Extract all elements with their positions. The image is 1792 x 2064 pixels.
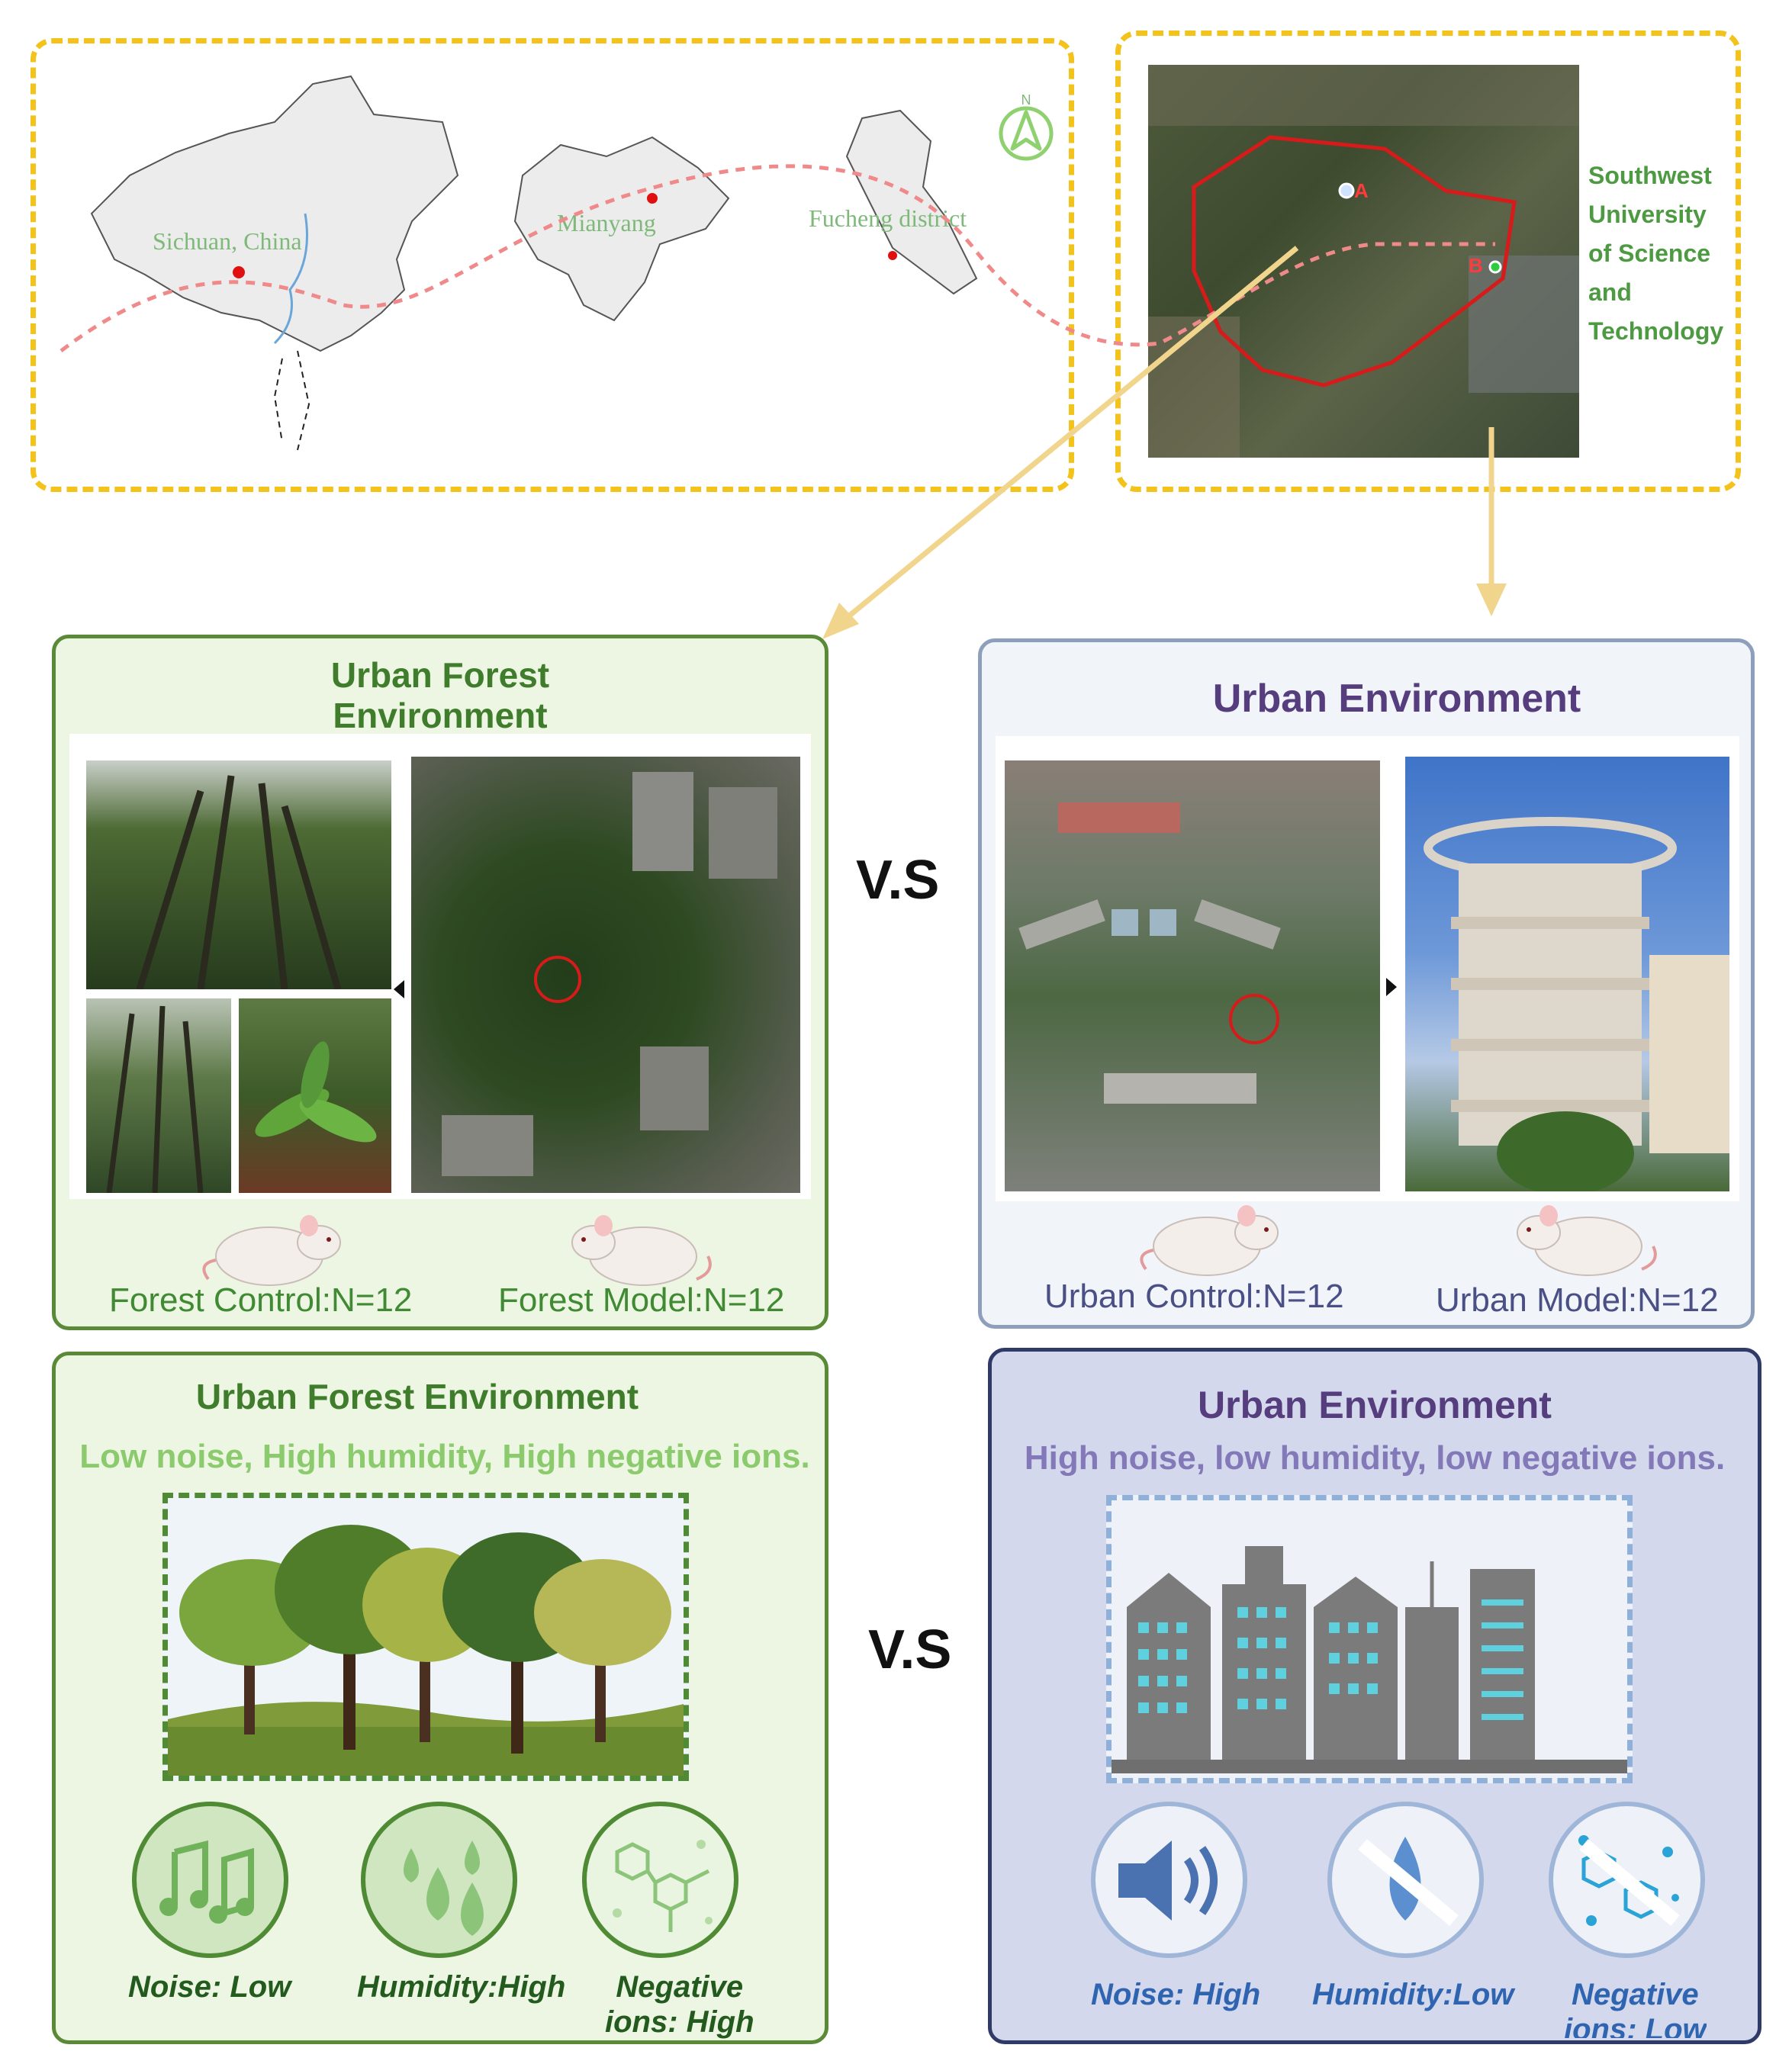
negative-ions-low-badge xyxy=(1549,1802,1705,1958)
forest-features-panel: Urban Forest Environment Low noise, High… xyxy=(52,1352,828,2044)
site-a-label: A xyxy=(1354,179,1369,202)
forest-features-summary: Low noise, High humidity, High negative … xyxy=(79,1438,810,1475)
urban-satellite-photo xyxy=(1005,760,1380,1191)
ions-line2: ions: Low xyxy=(1564,2013,1707,2038)
label-fucheng: Fucheng district xyxy=(809,204,967,232)
forest-trunks-photo xyxy=(86,998,231,1193)
forest-features-title: Urban Forest Environment xyxy=(195,1377,639,1416)
forest-title-line2: Environment xyxy=(333,695,548,735)
china-map xyxy=(90,75,459,451)
negative-ions-low-label: Negative ions: Low xyxy=(1564,1977,1707,2038)
humidity-high-label: Humidity:High xyxy=(357,1970,566,2004)
university-line: of Science xyxy=(1588,240,1711,267)
mouse-icon xyxy=(571,1215,712,1286)
university-name: Southwest University of Science and Tech… xyxy=(1588,156,1723,351)
speaker-icon xyxy=(1118,1841,1218,1921)
noise-high-label: Noise: High xyxy=(1091,1978,1261,2011)
mianyang-marker xyxy=(647,193,658,204)
map-frame-right xyxy=(1115,31,1741,492)
negative-ions-high-badge xyxy=(582,1802,738,1958)
pointer-right-icon xyxy=(1386,978,1397,996)
north-arrow-icon: N xyxy=(999,92,1054,161)
north-label: N xyxy=(1021,92,1031,108)
mianyang-map xyxy=(845,109,978,295)
forest-model-label: Forest Model:N=12 xyxy=(498,1281,785,1319)
forest-canopy-photo xyxy=(86,760,391,989)
noise-low-badge xyxy=(132,1802,288,1958)
mouse-icon xyxy=(202,1215,341,1286)
forest-plant-photo xyxy=(239,998,391,1193)
fucheng-marker xyxy=(888,251,897,260)
noise-high-badge xyxy=(1091,1802,1247,1958)
urban-control-label: Urban Control:N=12 xyxy=(1044,1278,1344,1315)
humidity-low-label: Humidity:Low xyxy=(1312,1978,1514,2011)
urban-illustration-frame xyxy=(1106,1495,1633,1783)
label-sichuan-china: Sichuan, China xyxy=(153,227,302,255)
china-marker xyxy=(233,266,245,278)
urban-features-title: Urban Environment xyxy=(1198,1384,1552,1426)
city-buildings-illustration xyxy=(1112,1546,1627,1773)
forest-environment-panel: Urban Forest Environment xyxy=(52,635,828,1330)
molecule-icon xyxy=(613,1840,713,1932)
route-overlay xyxy=(60,164,1507,639)
forest-illustration-frame xyxy=(162,1493,689,1781)
humidity-high-badge xyxy=(361,1802,517,1958)
forest-control-label: Forest Control:N=12 xyxy=(109,1281,413,1319)
urban-building-photo xyxy=(1405,757,1729,1191)
ions-line2: ions: High xyxy=(605,2005,754,2039)
water-drop-crossed-icon xyxy=(1358,1837,1459,1926)
university-line: University xyxy=(1588,201,1707,228)
urban-features-panel: Urban Environment High noise, low humidi… xyxy=(988,1348,1761,2044)
forest-trees-illustration xyxy=(168,1525,684,1776)
music-note-icon xyxy=(159,1840,254,1924)
molecule-crossed-icon xyxy=(1578,1835,1680,1926)
mouse-icon xyxy=(1517,1205,1657,1276)
ions-line1: Negative xyxy=(1571,1978,1699,2011)
forest-title-line1: Urban Forest xyxy=(330,655,550,695)
forest-panel-title: Urban Forest Environment xyxy=(56,655,825,736)
vs-label: V.S xyxy=(856,850,940,911)
pointer-left-icon xyxy=(394,980,404,998)
forest-satellite-photo xyxy=(411,757,800,1193)
mouse-icon xyxy=(1140,1205,1279,1276)
vs-label: V.S xyxy=(868,1619,952,1680)
site-b-label: B xyxy=(1469,254,1483,277)
university-line: and xyxy=(1588,278,1632,306)
noise-low-label: Noise: Low xyxy=(128,1970,291,2004)
map-frame-left xyxy=(31,38,1074,492)
ions-line1: Negative xyxy=(616,1970,744,2004)
negative-ions-high-label: Negative ions: High xyxy=(605,1969,754,2040)
urban-environment-panel: Urban Environment xyxy=(978,638,1755,1329)
university-line: Technology xyxy=(1588,317,1724,345)
water-drops-icon xyxy=(404,1841,484,1936)
humidity-low-badge xyxy=(1327,1802,1484,1958)
urban-panel-title: Urban Environment xyxy=(1212,677,1581,721)
urban-features-summary: High noise, low humidity, low negative i… xyxy=(1024,1439,1726,1477)
university-line: Southwest xyxy=(1588,162,1712,189)
label-mianyang: Mianyang xyxy=(557,209,656,236)
urban-model-label: Urban Model:N=12 xyxy=(1436,1281,1719,1319)
